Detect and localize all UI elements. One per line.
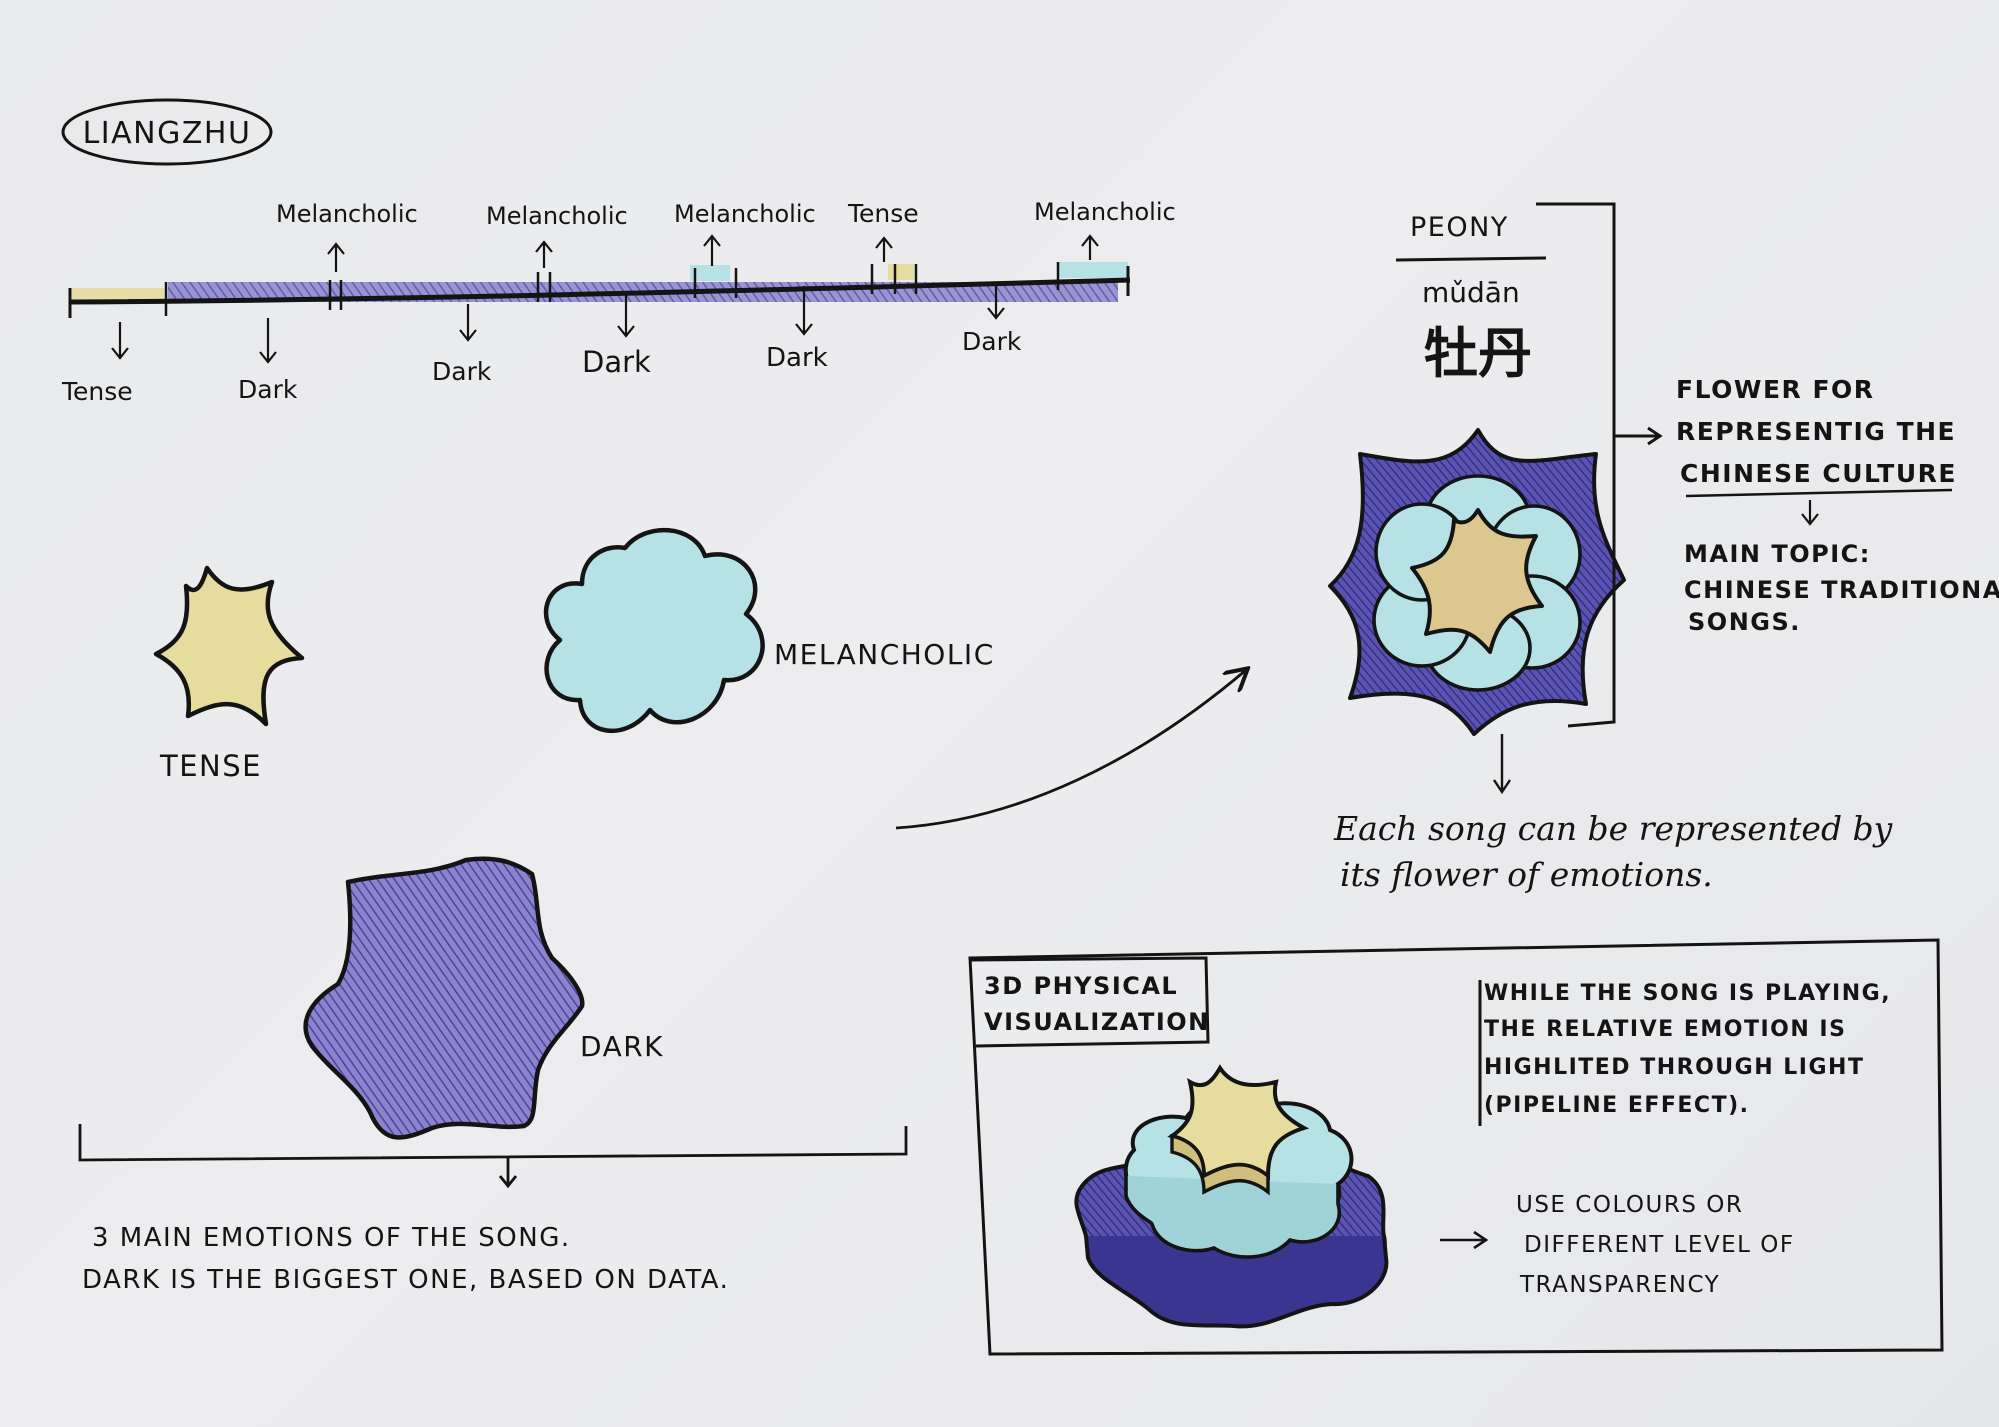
timeline-label-below: Dark (766, 343, 828, 373)
tense-star-icon (153, 565, 305, 727)
song-note-line-2: its flower of emotions. (1340, 855, 1713, 894)
main-topic-line-1: MAIN TOPIC: (1684, 540, 1871, 568)
peony-bracket (1536, 202, 1663, 728)
colours-note-line-1: USE COLOURS OR (1516, 1192, 1743, 1218)
dark-label: DARK (580, 1030, 664, 1063)
peony-flower (1328, 428, 1626, 736)
title-text: LIANGZHU (83, 116, 252, 151)
timeline-label-below: Tense (61, 377, 133, 406)
flower-note-line-2: REPRESENTIG THE (1676, 417, 1956, 446)
summary-line-1: 3 MAIN EMOTIONS OF THE SONG. (92, 1223, 571, 1253)
melancholic-label: MELANCHOLIC (774, 638, 995, 671)
timeline-band-tense-2 (888, 264, 914, 280)
physical-label-line-1: 3D PHYSICAL (984, 972, 1178, 1000)
flower-note-line-3: CHINESE CULTURE (1680, 459, 1957, 488)
playing-note-line-2: THE RELATIVE EMOTION IS (1484, 1017, 1846, 1042)
timeline-label-below: Dark (962, 327, 1022, 356)
playing-note-line-4: (PIPELINE EFFECT). (1484, 1093, 1750, 1118)
model-melancholic-side (1124, 1176, 1342, 1259)
timeline-label-above: Melancholic (276, 200, 418, 228)
peony-hanzi: 牡丹 (1424, 322, 1532, 385)
song-note-line-1: Each song can be represented by (1333, 809, 1893, 848)
timeline-label-below: Dark (238, 375, 298, 404)
playing-note-line-3: HIGHLITED THROUGH LIGHT (1484, 1055, 1864, 1080)
curved-arrow (895, 670, 1246, 830)
dark-shape: DARK (303, 856, 664, 1140)
peony-name: PEONY (1410, 212, 1509, 243)
melancholic-shape: MELANCHOLIC (543, 527, 995, 734)
timeline-label-above: Tense (847, 199, 919, 228)
summary-line-2: DARK IS THE BIGGEST ONE, BASED ON DATA. (82, 1265, 729, 1295)
timeline-line (69, 277, 1131, 305)
colours-arrow (1440, 1230, 1489, 1250)
melancholic-cloud-icon (543, 527, 765, 734)
main-topic-line-3: SONGS. (1688, 608, 1801, 636)
timeline-label-above: Melancholic (674, 200, 816, 228)
model-tense-side (1170, 1133, 1270, 1196)
emotion-timeline: Melancholic Melancholic Melancholic Tens… (61, 198, 1176, 406)
tense-label: TENSE (159, 749, 262, 783)
peony-center-star (1410, 508, 1544, 654)
tense-shape: TENSE (153, 565, 305, 783)
down-arrow-flower (1493, 734, 1511, 795)
timeline-band-melancholic (690, 265, 730, 281)
stacked-flower-model (1074, 1064, 1389, 1329)
model-dark-side (1084, 1235, 1389, 1329)
title-badge: LIANGZHU (61, 98, 273, 166)
timeline-label-above: Melancholic (486, 202, 628, 230)
main-topic-line-2: CHINESE TRADITIONAL (1684, 576, 1999, 604)
timeline-label-below: Dark (582, 345, 651, 379)
dark-blob-icon (303, 856, 585, 1140)
timeline-label-above: Melancholic (1034, 198, 1176, 226)
timeline-band-melancholic-2 (1058, 262, 1128, 278)
timeline-label-below: Dark (432, 357, 492, 386)
physical-visualization-box: 3D PHYSICAL VISUALIZATION WHILE THE SONG… (968, 938, 1944, 1356)
physical-label-line-2: VISUALIZATION (984, 1008, 1210, 1036)
peony-header: PEONY mǔdān 牡丹 (1395, 212, 1547, 385)
emotions-bracket (78, 1124, 908, 1189)
playing-note-line-1: WHILE THE SONG IS PLAYING, (1484, 981, 1891, 1006)
peony-pinyin: mǔdān (1422, 276, 1520, 309)
colours-note-line-2: DIFFERENT LEVEL OF (1524, 1232, 1795, 1258)
flower-note-line-1: FLOWER FOR (1676, 375, 1875, 404)
colours-note-line-3: TRANSPARENCY (1519, 1272, 1720, 1298)
